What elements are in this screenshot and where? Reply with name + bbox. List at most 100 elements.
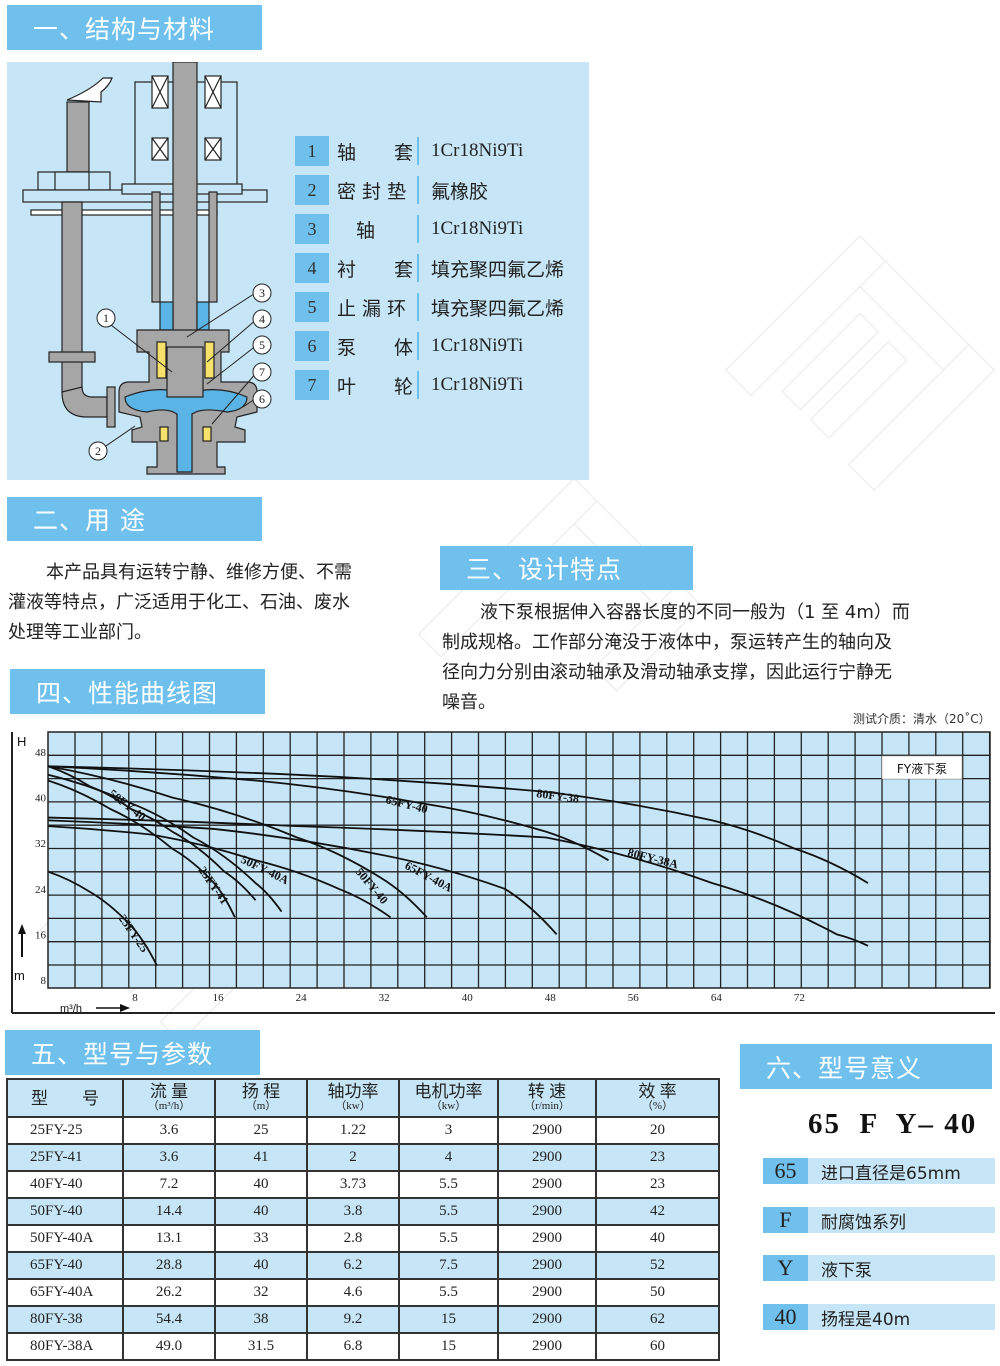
svg-text:H: H <box>17 734 26 749</box>
material-value: 氟橡胶 <box>431 180 489 203</box>
table-cell: 2900 <box>497 1224 597 1253</box>
material-value: 1Cr18Ni9Ti <box>431 335 524 356</box>
callout-1: 1 <box>103 311 109 325</box>
col-head: 扬 程（m） <box>214 1078 308 1118</box>
material-row: 2 密 封 垫 氟橡胶 <box>295 174 488 206</box>
table-cell: 4 <box>398 1143 499 1172</box>
table-cell: 40 <box>214 1170 308 1199</box>
table-cell: 15 <box>398 1332 499 1361</box>
curve-25FY-41 <box>47 779 236 918</box>
col-efficiency: 效 率（%） <box>595 1078 720 1118</box>
material-number: 6 <box>295 331 329 361</box>
table-cell: 7.2 <box>122 1170 216 1199</box>
table-cell: 13.1 <box>122 1224 216 1253</box>
material-value: 填充聚四氟乙烯 <box>431 258 565 281</box>
material-value: 1Cr18Ni9Ti <box>431 218 524 239</box>
table-cell: 2900 <box>497 1251 597 1280</box>
svg-text:16: 16 <box>35 929 47 941</box>
separator <box>417 254 419 282</box>
material-row: 1 轴 套 1Cr18Ni9Ti <box>295 135 523 167</box>
design-line: 噪音。 <box>442 692 496 713</box>
table-cell: 62 <box>595 1305 720 1334</box>
curve-80FY-38 <box>47 765 869 884</box>
table-cell: 40 <box>214 1197 308 1226</box>
section-header-curves: 四、性能曲线图 <box>10 669 265 714</box>
params-table: 型 号 流 量（m³/h） 扬 程（m） 轴功率（kw） 电机功率（kw） 转 … <box>6 1078 720 1361</box>
svg-text:56: 56 <box>628 992 640 1004</box>
table-cell: 2900 <box>497 1170 597 1199</box>
table-cell: 26.2 <box>122 1278 216 1307</box>
material-part: 轴 <box>337 219 376 242</box>
meaning-text: 进口直径是65mm <box>821 1163 961 1184</box>
separator <box>417 137 419 165</box>
table-cell: 23 <box>595 1143 720 1172</box>
table-cell: 5.5 <box>398 1170 499 1199</box>
table-cell: 3 <box>398 1116 499 1145</box>
col-motor-power: 电机功率（kw） <box>398 1078 499 1118</box>
table-cell: 2900 <box>497 1116 597 1145</box>
table-cell: 60 <box>595 1332 720 1361</box>
callout-7: 7 <box>259 365 265 379</box>
meaning-row: 40 扬程是40m <box>763 1304 995 1330</box>
material-part: 衬 套 <box>337 258 414 281</box>
table-cell: 23 <box>595 1170 720 1199</box>
material-number: 1 <box>295 136 329 166</box>
callout-4: 4 <box>259 312 265 326</box>
curve-label: 80FY-38 <box>536 786 580 806</box>
col-model: 型 号 <box>6 1078 124 1118</box>
table-cell: 2900 <box>497 1143 597 1172</box>
test-medium-note: 测试介质：清水（20˚C） <box>853 712 991 726</box>
curve-65FY-40 <box>47 765 609 862</box>
material-row: 5 止 漏 环 填充聚四氟乙烯 <box>295 291 564 323</box>
section-header-structure: 一、结构与材料 <box>7 5 262 50</box>
material-number: 3 <box>295 214 329 244</box>
table-cell: 50FY-40A <box>6 1224 124 1253</box>
section-header-design: 三、设计特点 <box>440 546 693 590</box>
material-value: 1Cr18Ni9Ti <box>431 140 524 161</box>
meaning-row: 65 进口直径是65mm <box>763 1158 995 1184</box>
table-cell: 50 <box>595 1278 720 1307</box>
meaning-text: 扬程是40m <box>821 1309 911 1330</box>
material-part: 止 漏 环 <box>337 297 407 320</box>
table-cell: 3.73 <box>306 1170 400 1199</box>
material-value: 填充聚四氟乙烯 <box>431 297 565 320</box>
table-cell: 5.5 <box>398 1224 499 1253</box>
material-part: 密 封 垫 <box>337 180 407 203</box>
table-cell: 4.6 <box>306 1278 400 1307</box>
material-row: 7 叶 轮 1Cr18Ni9Ti <box>295 369 523 401</box>
svg-text:8: 8 <box>132 992 138 1004</box>
design-line: 制成规格。工作部分淹没于液体中，泵运转产生的轴向及 <box>442 632 892 653</box>
table-cell: 52 <box>595 1251 720 1280</box>
usage-line: 本产品具有运转宁静、维修方便、不需 <box>46 562 352 583</box>
table-cell: 2900 <box>497 1278 597 1307</box>
svg-text:32: 32 <box>379 992 390 1004</box>
table-cell: 14.4 <box>122 1197 216 1226</box>
section-title: 四、性能曲线图 <box>36 678 219 708</box>
material-number: 4 <box>295 253 329 283</box>
curve-65FY-40A <box>47 819 558 935</box>
section-title: 六、型号意义 <box>766 1053 923 1083</box>
svg-text:48: 48 <box>545 992 557 1004</box>
table-header-row: 型 号 流 量（m³/h） 扬 程（m） 轴功率（kw） 电机功率（kw） 转 … <box>6 1078 720 1118</box>
svg-text:m: m <box>14 968 25 983</box>
meaning-code: 40 <box>763 1304 808 1330</box>
svg-text:24: 24 <box>296 992 308 1004</box>
table-cell: 2900 <box>497 1332 597 1361</box>
svg-text:24: 24 <box>35 884 47 896</box>
section-header-meaning: 六、型号意义 <box>740 1044 992 1089</box>
svg-text:16: 16 <box>213 992 225 1004</box>
svg-text:72: 72 <box>794 992 805 1004</box>
design-line: 液下泵根据伸入容器长度的不同一般为（1 至 4m）而 <box>480 602 910 623</box>
callout-6: 6 <box>259 392 265 406</box>
table-cell: 6.8 <box>306 1332 400 1361</box>
section-title: 三、设计特点 <box>466 555 623 584</box>
usage-text: 本产品具有运转宁静、维修方便、不需 灌液等特点，广泛适用于化工、石油、废水 处理… <box>8 558 418 648</box>
svg-text:48: 48 <box>35 747 47 759</box>
material-row: 6 泵 体 1Cr18Ni9Ti <box>295 330 523 362</box>
